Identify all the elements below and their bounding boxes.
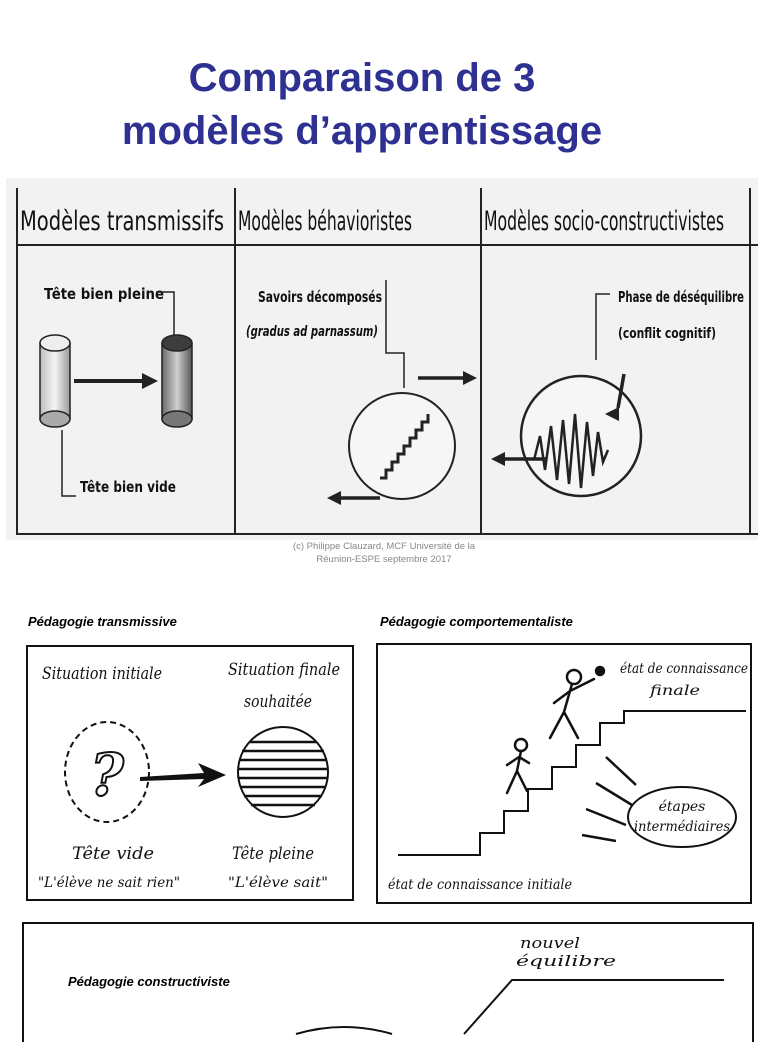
question-mark-icon: ?	[90, 741, 125, 809]
panel-transmissive-svg: Situation initiale Situation finale souh…	[38, 660, 340, 891]
panel-constructiviste: Pédagogie constructiviste nouvel équilib…	[22, 922, 754, 1042]
transmission-arrow	[140, 763, 226, 787]
copyright-line-2: Réunion-ESPE septembre 2017	[316, 553, 452, 565]
conflict-circle	[519, 374, 643, 498]
leader-line-pleine	[156, 291, 175, 336]
text-eleve-sait: "L'élève sait"	[228, 875, 328, 891]
text-eleve-ne-sait-rien: "L'élève ne sait rien"	[38, 875, 180, 891]
text-situation-finale: Situation finale	[228, 660, 340, 680]
panel-comportementaliste: état de connaissance finale étapes inter…	[376, 643, 752, 904]
label-phase-desequilibre: Phase de déséquilibre	[618, 288, 744, 306]
text-etat-connaissance-initiale: état de connaissance initiale	[388, 877, 572, 893]
comparison-figure-svg: Modèles transmissifs Modèles béhaviorist…	[16, 188, 758, 535]
panel-constructiviste-svg: Pédagogie constructiviste nouvel équilib…	[68, 934, 724, 1035]
panel-comportementaliste-svg: état de connaissance finale étapes inter…	[388, 661, 748, 893]
title-line-2: modèles d’apprentissage	[121, 108, 603, 153]
label-tete-pleine: Tête bien pleine	[44, 285, 164, 303]
text-etapes: étapes	[659, 799, 706, 815]
equilibrium-line	[463, 979, 724, 1035]
full-head-cylinder	[161, 334, 193, 428]
intermediate-arrows	[581, 756, 637, 843]
label-conflit-cognitif: (conflit cognitif)	[618, 326, 716, 342]
leader-line-phase	[595, 293, 610, 360]
text-tete-vide: Tête vide	[72, 844, 154, 864]
header-transmissifs: Modèles transmissifs	[20, 206, 224, 237]
text-souhaitee: souhaitée	[244, 692, 312, 712]
etapes-ellipse	[627, 786, 737, 848]
header-socio-constructivistes: Modèles socio-constructivistes	[484, 206, 724, 237]
text-situation-initiale: Situation initiale	[42, 664, 162, 684]
text-etat-connaissance-finale-1: état de connaissance	[620, 661, 748, 677]
full-head-striped-circle	[237, 726, 329, 818]
page-title: Comparaison de 3 modèles d’apprentissage	[0, 52, 724, 158]
text-intermediaires: intermédiaires	[634, 819, 730, 835]
leader-line-vide	[61, 430, 76, 497]
title-line-1: Comparaison de 3	[188, 56, 536, 100]
constructivist-curve	[295, 1026, 393, 1035]
text-tete-pleine: Tête pleine	[232, 844, 314, 864]
text-equilibre: équilibre	[516, 952, 616, 970]
copyright-line-1: (c) Philippe Clauzard, MCF Université de…	[292, 541, 476, 552]
climbing-figures-icon	[505, 665, 606, 795]
comparison-figure: Modèles transmissifs Modèles béhaviorist…	[6, 178, 758, 540]
label-savoirs-decomposes: Savoirs décomposés	[258, 288, 382, 306]
leader-line-savoirs	[385, 280, 405, 388]
text-etat-connaissance-finale-2: finale	[649, 683, 700, 699]
staircase-circle	[348, 392, 456, 500]
staircase-outline	[398, 710, 746, 856]
empty-head-cylinder	[39, 334, 71, 428]
copyright-notice: (c) Philippe Clauzard, MCF Université de…	[0, 541, 768, 567]
label-pedagogie-transmissive: Pédagogie transmissive	[28, 614, 177, 629]
label-gradus: (gradus ad parnassum)	[246, 324, 378, 340]
text-nouvel: nouvel	[520, 934, 580, 952]
header-behavioristes: Modèles béhavioristes	[238, 206, 412, 237]
staircase	[380, 414, 430, 480]
label-pedagogie-constructiviste: Pédagogie constructiviste	[68, 974, 230, 989]
label-tete-vide: Tête bien vide	[80, 478, 176, 496]
empty-head-dashed-circle	[64, 721, 150, 823]
oscillation-wave	[532, 413, 610, 489]
output-arrow-socio-stem	[616, 373, 626, 409]
label-pedagogie-comportementaliste: Pédagogie comportementaliste	[380, 614, 573, 629]
panel-transmissive: Situation initiale Situation finale souh…	[26, 645, 354, 901]
